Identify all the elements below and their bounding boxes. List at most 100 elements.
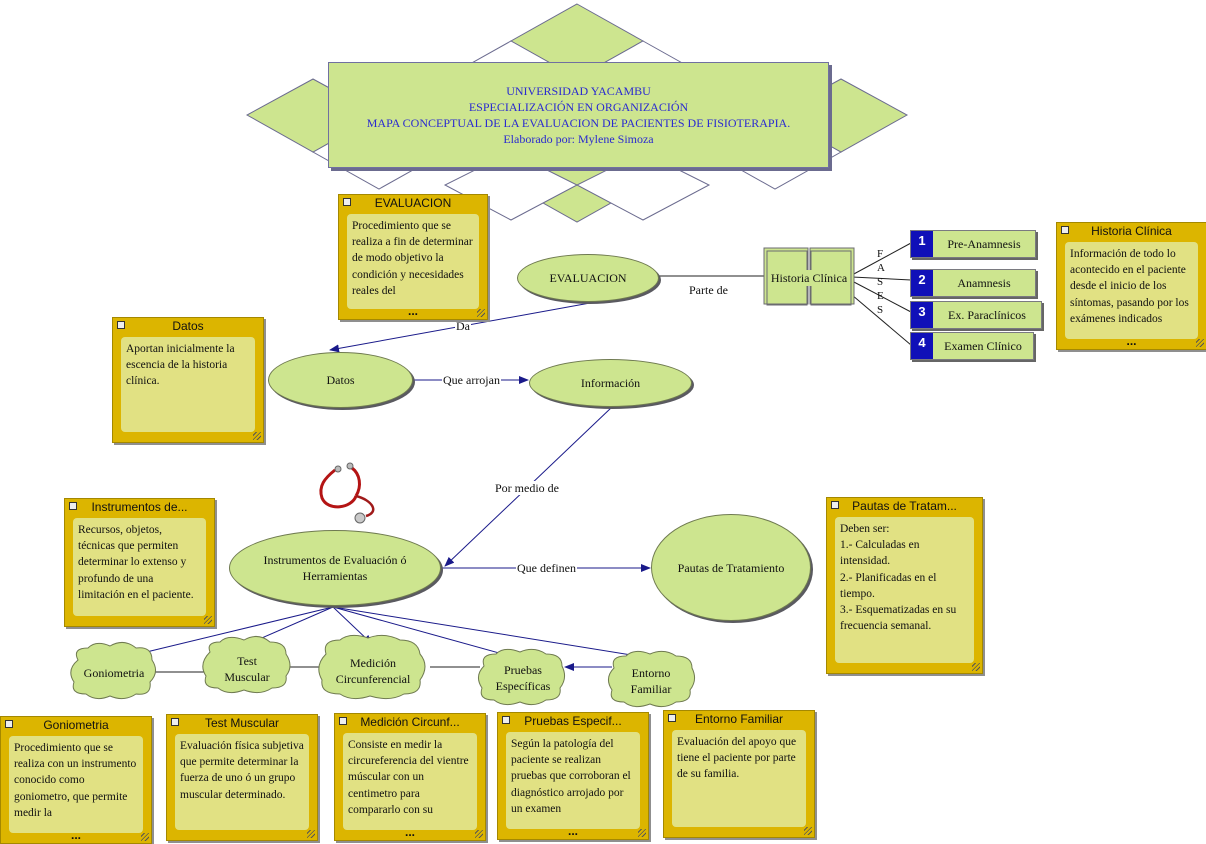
note-more[interactable]: ...	[1126, 334, 1137, 348]
note-goniometria[interactable]: Goniometria Procedimiento que se realiza…	[0, 716, 152, 844]
note-entorno[interactable]: Entorno Familiar Evaluación del apoyo qu…	[663, 710, 815, 838]
note-icon	[69, 502, 77, 510]
fases-letter: A	[877, 262, 885, 274]
header-line-2: ESPECIALIZACIÓN EN ORGANIZACIÓN	[468, 100, 689, 114]
stethoscope-icon	[319, 462, 375, 524]
phase-anamnesis[interactable]: 2 Anamnesis	[910, 269, 1036, 297]
goniometria-cloud	[70, 642, 156, 700]
note-body: Procedimiento que se realiza con un inst…	[9, 736, 143, 833]
node-historia-clinica[interactable]: Historia Clínica	[764, 266, 854, 290]
node-evaluacion[interactable]: EVALUACION	[517, 254, 659, 302]
node-goniometria-label: Goniometria	[83, 666, 145, 680]
link-label-que-definen: Que definen	[516, 561, 577, 575]
resize-grip-icon[interactable]	[477, 309, 485, 317]
header-line-4: Elaborado por: Mylene Simoza	[503, 132, 654, 146]
note-more[interactable]: ...	[407, 304, 418, 318]
node-informacion-label: Información	[580, 376, 641, 390]
note-instrumentos[interactable]: Instrumentos de... Recursos, objetos, té…	[64, 498, 215, 627]
node-datos[interactable]: Datos	[268, 352, 413, 408]
resize-grip-icon[interactable]	[204, 616, 212, 624]
note-more[interactable]: ...	[404, 825, 415, 839]
note-body: Deben ser: 1.- Calculadas en intensidad.…	[835, 517, 974, 663]
phase-number: 1	[911, 231, 933, 257]
note-title: Pautas de Tratam...	[852, 499, 957, 513]
note-historia-clinica[interactable]: Historia Clínica Información de todo lo …	[1056, 222, 1206, 350]
resize-grip-icon[interactable]	[638, 829, 646, 837]
entorno-cloud	[608, 650, 696, 708]
note-icon	[343, 198, 351, 206]
note-medicion[interactable]: Medición Circunf... Consiste en medir la…	[334, 713, 486, 841]
node-goniometria[interactable]: Goniometria	[72, 662, 156, 684]
resize-grip-icon[interactable]	[804, 827, 812, 835]
note-icon	[502, 716, 510, 724]
note-icon	[668, 714, 676, 722]
phase-number: 4	[911, 333, 933, 359]
medicion-cloud	[318, 634, 426, 700]
note-title: Datos	[172, 319, 204, 333]
note-more[interactable]: ...	[567, 824, 578, 838]
note-title: EVALUACION	[374, 196, 452, 210]
note-line: Deben ser:	[840, 523, 890, 535]
resize-grip-icon[interactable]	[475, 830, 483, 838]
phase-label: Anamnesis	[957, 276, 1011, 290]
note-icon	[339, 717, 347, 725]
note-more[interactable]: ...	[70, 828, 81, 842]
note-title: Goniometria	[43, 718, 109, 732]
fases-letter: F	[877, 248, 884, 260]
note-evaluacion[interactable]: EVALUACION Procedimiento que se realiza …	[338, 194, 488, 320]
note-pautas[interactable]: Pautas de Tratam... Deben ser: 1.- Calcu…	[826, 497, 983, 674]
fases-letter: E	[877, 290, 884, 302]
node-datos-label: Datos	[326, 373, 355, 387]
note-icon	[1061, 226, 1069, 234]
resize-grip-icon[interactable]	[1196, 339, 1204, 347]
fases-letter: S	[877, 304, 884, 316]
note-line: 2.- Planificadas en el tiempo.	[840, 571, 937, 600]
note-body: Según la patología del paciente se reali…	[506, 732, 640, 829]
node-pruebas-label-1: Pruebas	[503, 663, 542, 677]
note-body: Información de todo lo acontecido en el …	[1065, 242, 1198, 339]
node-pautas[interactable]: Pautas de Tratamiento	[651, 514, 811, 621]
note-datos[interactable]: Datos Aportan inicialmente la escencia d…	[112, 317, 264, 443]
phase-number: 3	[911, 302, 933, 328]
header-line-3: MAPA CONCEPTUAL DE LA EVALUACION DE PACI…	[366, 116, 791, 130]
link-label-por-medio-de: Por medio de	[494, 481, 560, 495]
phase-pre-anamnesis[interactable]: 1 Pre-Anamnesis	[910, 230, 1036, 258]
header-line-1: UNIVERSIDAD YACAMBU	[506, 84, 651, 98]
note-pruebas[interactable]: Pruebas Especif... Según la patología de…	[497, 712, 649, 840]
link-label-da: Da	[455, 319, 471, 333]
phase-label: Examen Clínico	[944, 339, 1022, 353]
phase-ex-paraclinicos[interactable]: 3 Ex. Paraclínicos	[910, 301, 1042, 329]
connectors	[133, 242, 912, 673]
note-test-muscular[interactable]: Test Muscular Evaluación física subjetiv…	[166, 714, 318, 841]
link-label-que-arrojan: Que arrojan	[442, 373, 501, 387]
note-icon	[831, 501, 839, 509]
note-body: Evaluación física subjetiva que permite …	[175, 734, 309, 830]
note-icon	[171, 718, 179, 726]
resize-grip-icon[interactable]	[141, 833, 149, 841]
resize-grip-icon[interactable]	[307, 830, 315, 838]
node-pautas-label: Pautas de Tratamiento	[677, 560, 785, 575]
note-line: 3.- Esquematizadas en su frecuencia sema…	[840, 604, 957, 633]
node-informacion[interactable]: Información	[529, 359, 692, 407]
note-body: Recursos, objetos, técnicas que permiten…	[73, 518, 206, 616]
node-medicion-label-1: Medición	[350, 656, 396, 670]
resize-grip-icon[interactable]	[972, 663, 980, 671]
node-test-label-2: Muscular	[224, 670, 270, 684]
clouds	[70, 634, 696, 708]
phase-number: 2	[911, 270, 933, 296]
phase-examen-clinico[interactable]: 4 Examen Clínico	[910, 332, 1034, 360]
resize-grip-icon[interactable]	[253, 432, 261, 440]
phase-label: Pre-Anamnesis	[947, 237, 1021, 251]
note-body: Aportan inicialmente la escencia de la h…	[121, 337, 255, 432]
note-title: Test Muscular	[204, 716, 280, 730]
node-instrumentos-label-1: Instrumentos de Evaluación ó	[263, 553, 407, 567]
note-icon	[117, 321, 125, 329]
note-line: 1.- Calculadas en intensidad.	[840, 539, 920, 568]
fases-label: F A S E S	[877, 248, 885, 316]
phase-label: Ex. Paraclínicos	[948, 308, 1026, 322]
